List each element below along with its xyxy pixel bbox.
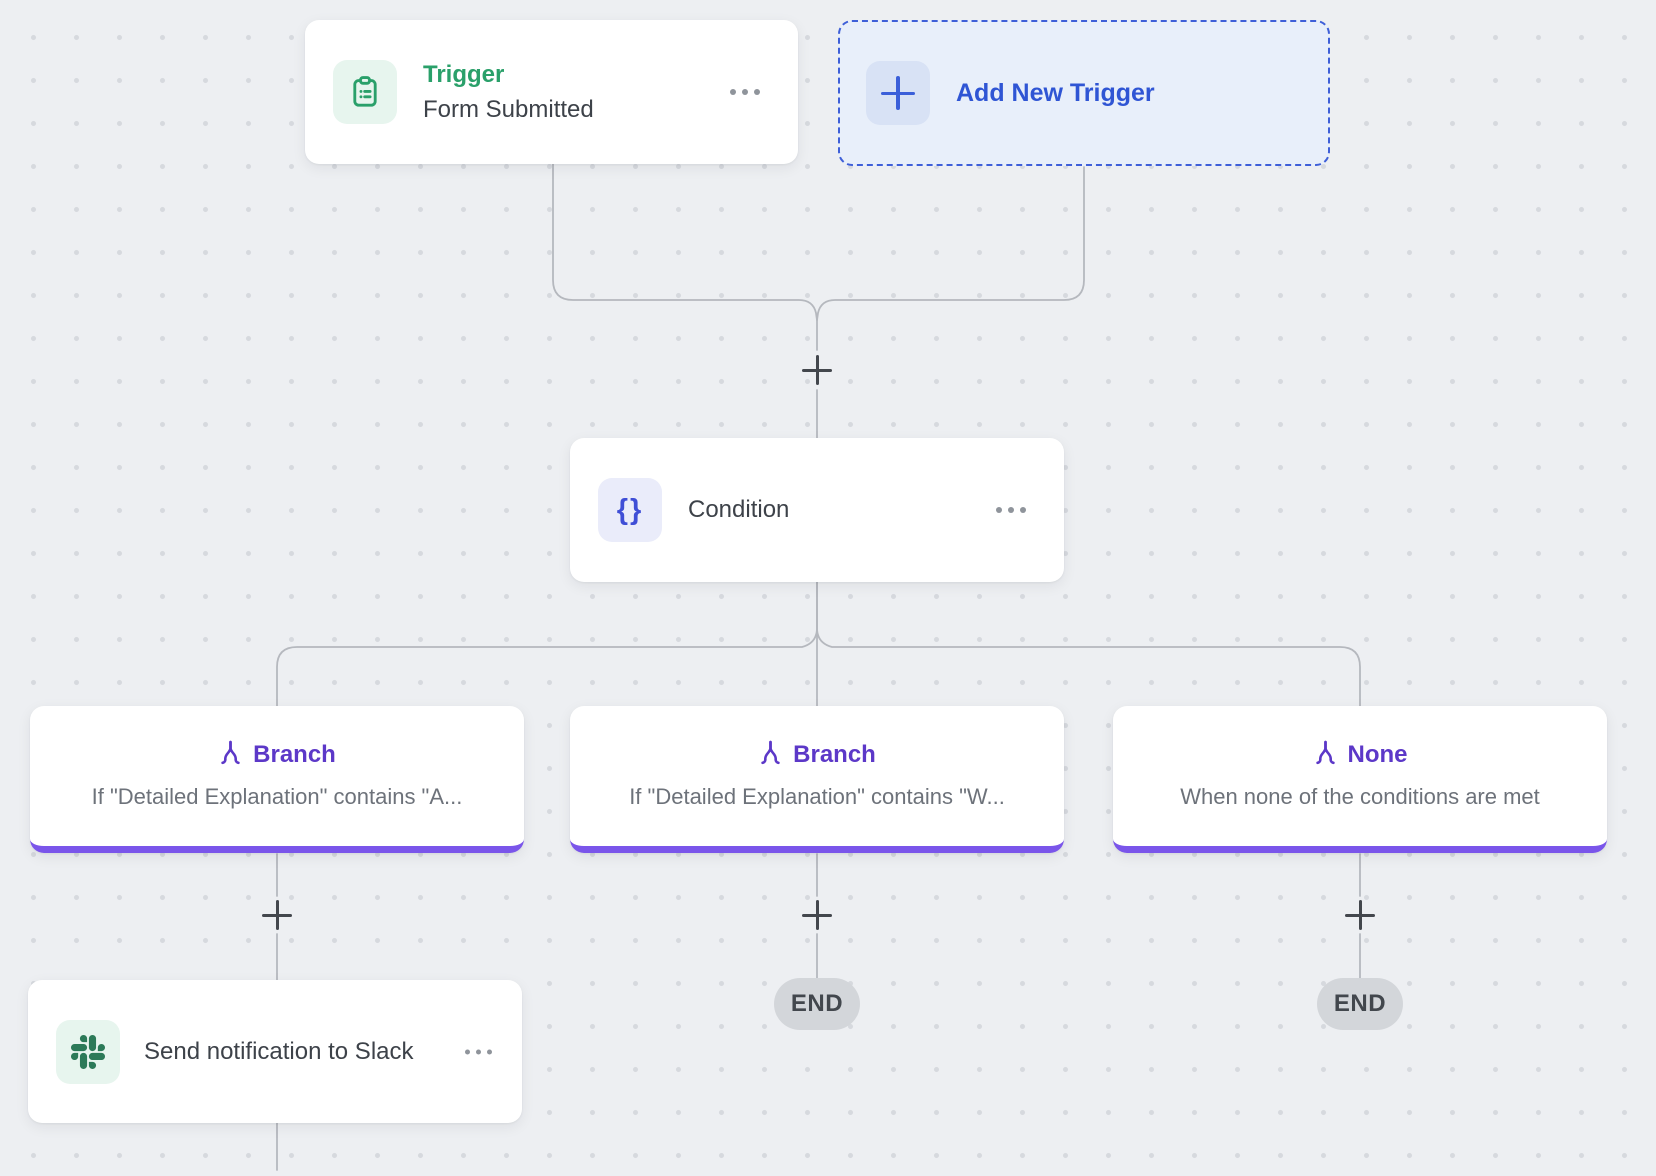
branch-condition-text: If "Detailed Explanation" contains "W... <box>629 783 1005 809</box>
branch-condition-text: When none of the conditions are met <box>1180 783 1540 809</box>
slack-action-title: Send notification to Slack <box>144 1037 414 1065</box>
wishbone-branch-icon <box>218 739 243 772</box>
branch-node-1[interactable]: Branch If "Detailed Explanation" contain… <box>30 706 524 853</box>
plus-icon <box>866 61 930 125</box>
add-new-trigger-button[interactable]: Add New Trigger <box>838 20 1330 166</box>
branch-condition-text: If "Detailed Explanation" contains "A... <box>91 783 463 809</box>
branch-label: Branch <box>253 741 336 768</box>
slack-icon <box>56 1019 120 1084</box>
ellipsis-menu-icon[interactable] <box>465 1049 492 1054</box>
branch-node-2[interactable]: Branch If "Detailed Explanation" contain… <box>570 706 1064 853</box>
trigger-title: Form Submitted <box>423 95 594 123</box>
end-marker: END <box>1317 978 1403 1030</box>
branch-label: None <box>1347 741 1408 768</box>
wishbone-branch-icon <box>1313 739 1338 772</box>
end-marker: END <box>774 978 860 1030</box>
add-step-button[interactable] <box>262 900 292 930</box>
branch-node-none[interactable]: None When none of the conditions are met <box>1113 706 1607 853</box>
add-step-button[interactable] <box>802 900 832 930</box>
clipboard-icon <box>333 60 397 124</box>
braces-icon: {} <box>598 478 662 542</box>
condition-label: Condition <box>688 496 790 523</box>
add-step-button[interactable] <box>802 355 832 385</box>
add-step-button[interactable] <box>1345 900 1375 930</box>
condition-node[interactable]: {} Condition <box>570 438 1064 582</box>
ellipsis-menu-icon[interactable] <box>996 507 1026 513</box>
slack-action-node[interactable]: Send notification to Slack <box>28 980 522 1123</box>
wishbone-branch-icon <box>758 739 783 772</box>
trigger-type-label: Trigger <box>423 60 505 88</box>
branch-label: Branch <box>793 741 876 768</box>
ellipsis-menu-icon[interactable] <box>730 89 760 95</box>
trigger-node[interactable]: Trigger Form Submitted <box>305 20 798 164</box>
add-new-trigger-label: Add New Trigger <box>956 78 1155 107</box>
